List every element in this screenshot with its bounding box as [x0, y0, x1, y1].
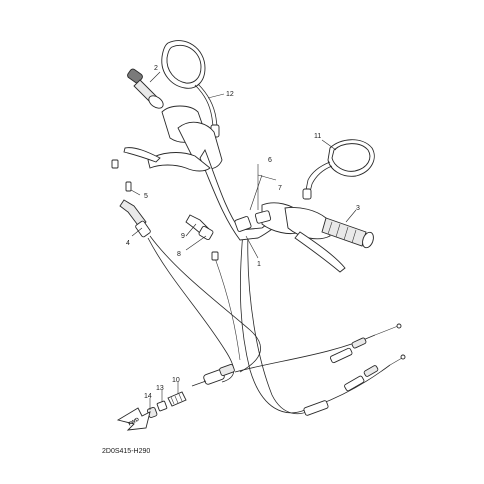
right-cable-ends	[303, 323, 406, 416]
lower-junction	[191, 363, 235, 387]
callout-6: 6	[268, 157, 272, 164]
callout-9: 9	[181, 233, 185, 240]
small-parts	[146, 391, 187, 418]
forward-arrow: FWD	[116, 407, 151, 431]
callout-8: 8	[177, 251, 181, 258]
right-mirror	[302, 139, 375, 200]
callout-3: 3	[356, 205, 360, 212]
callout-10: 10	[172, 377, 180, 384]
callout-1: 1	[257, 261, 261, 268]
callout-11: 11	[314, 133, 321, 140]
left-mirror	[161, 40, 220, 138]
forward-arrow-label: FWD	[128, 416, 141, 427]
cable-fittings	[111, 159, 272, 261]
diagram-code: 2D0S415-H290	[102, 448, 150, 455]
callout-5: 5	[144, 193, 148, 200]
left-grip	[127, 68, 164, 109]
callout-4: 4	[126, 240, 130, 247]
callout-7: 7	[278, 185, 282, 192]
callout-numbers: 2 12 11 6 7 3 5 4 9 8 1 10 13 14	[126, 65, 360, 400]
callout-12: 12	[226, 91, 234, 98]
callout-14: 14	[144, 393, 152, 400]
callout-13: 13	[156, 385, 164, 392]
left-switch-and-bar	[123, 105, 293, 241]
callout-2: 2	[154, 65, 158, 72]
leader-lines	[130, 71, 357, 410]
right-controls	[261, 202, 374, 273]
cables	[147, 231, 403, 414]
